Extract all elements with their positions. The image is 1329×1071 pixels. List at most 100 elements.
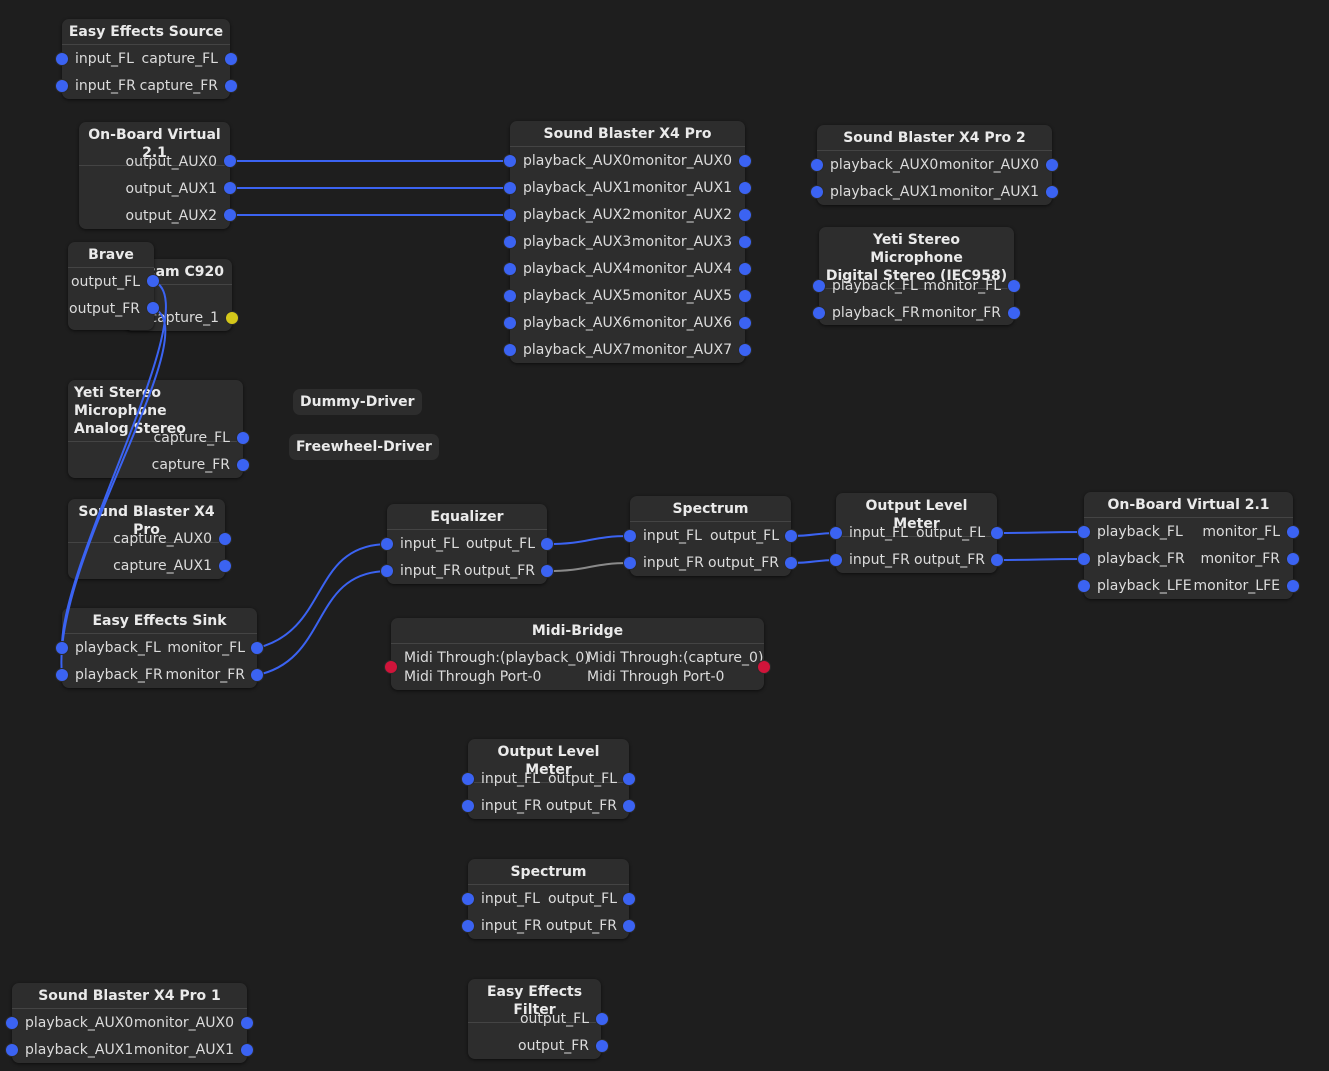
input-port[interactable] bbox=[1078, 526, 1090, 538]
output-port[interactable] bbox=[739, 290, 751, 302]
input-port[interactable] bbox=[813, 307, 825, 319]
input-port[interactable] bbox=[830, 554, 842, 566]
input-port[interactable] bbox=[381, 565, 393, 577]
input-port[interactable] bbox=[504, 236, 516, 248]
wire-olm-ob-fr[interactable] bbox=[996, 558, 1085, 561]
output-port[interactable] bbox=[1287, 526, 1299, 538]
output-port[interactable] bbox=[623, 893, 635, 905]
input-port[interactable] bbox=[6, 1044, 18, 1056]
output-port[interactable] bbox=[241, 1017, 253, 1029]
node-output-level-meter-active[interactable]: Output Level Meter input_FL output_FL in… bbox=[836, 493, 997, 573]
node-dummy-driver[interactable]: Dummy-Driver bbox=[293, 389, 422, 415]
output-port[interactable] bbox=[739, 182, 751, 194]
node-sbx4-capture[interactable]: Sound Blaster X4 Pro capture_AUX0 captur… bbox=[68, 499, 225, 579]
input-port[interactable] bbox=[56, 642, 68, 654]
output-port[interactable] bbox=[1046, 186, 1058, 198]
input-port[interactable] bbox=[462, 800, 474, 812]
input-port[interactable] bbox=[504, 344, 516, 356]
input-port[interactable] bbox=[462, 773, 474, 785]
midi-input-port[interactable] bbox=[385, 661, 397, 673]
output-port[interactable] bbox=[541, 565, 553, 577]
node-easy-effects-source[interactable]: Easy Effects Source input_FL capture_FL … bbox=[62, 19, 230, 99]
input-port[interactable] bbox=[830, 527, 842, 539]
input-port[interactable] bbox=[624, 530, 636, 542]
output-port[interactable] bbox=[251, 642, 263, 654]
output-port[interactable] bbox=[1008, 307, 1020, 319]
output-port[interactable] bbox=[596, 1013, 608, 1025]
output-port[interactable] bbox=[237, 459, 249, 471]
wire-olm-ob-fl[interactable] bbox=[996, 531, 1085, 534]
output-port[interactable] bbox=[225, 80, 237, 92]
output-port[interactable] bbox=[785, 530, 797, 542]
input-port[interactable] bbox=[813, 280, 825, 292]
input-port[interactable] bbox=[504, 290, 516, 302]
node-onboard-virtual-top[interactable]: On-Board Virtual 2.1 output_AUX0 output_… bbox=[79, 122, 230, 229]
input-port[interactable] bbox=[56, 53, 68, 65]
output-port[interactable] bbox=[224, 155, 236, 167]
node-easy-effects-sink[interactable]: Easy Effects Sink playback_FL monitor_FL… bbox=[62, 608, 257, 688]
input-port[interactable] bbox=[811, 159, 823, 171]
input-port[interactable] bbox=[504, 209, 516, 221]
output-port[interactable] bbox=[541, 538, 553, 550]
output-port[interactable] bbox=[147, 275, 159, 287]
output-port[interactable] bbox=[1008, 280, 1020, 292]
output-port[interactable] bbox=[241, 1044, 253, 1056]
input-port[interactable] bbox=[462, 920, 474, 932]
output-port[interactable] bbox=[596, 1040, 608, 1052]
wire-sink-eq-fl[interactable] bbox=[256, 543, 388, 649]
output-port[interactable] bbox=[219, 560, 231, 572]
node-freewheel-driver[interactable]: Freewheel-Driver bbox=[289, 434, 439, 460]
output-port[interactable] bbox=[237, 432, 249, 444]
output-port[interactable] bbox=[991, 554, 1003, 566]
input-port[interactable] bbox=[504, 182, 516, 194]
output-port[interactable] bbox=[1046, 159, 1058, 171]
input-port[interactable] bbox=[1078, 580, 1090, 592]
input-port[interactable] bbox=[56, 669, 68, 681]
node-yeti-analog[interactable]: Yeti Stereo Microphone Analog Stereo cap… bbox=[68, 380, 243, 478]
node-equalizer[interactable]: Equalizer input_FL output_FL input_FR ou… bbox=[387, 504, 547, 584]
output-port[interactable] bbox=[739, 317, 751, 329]
output-port[interactable] bbox=[1287, 580, 1299, 592]
input-port[interactable] bbox=[6, 1017, 18, 1029]
output-port[interactable] bbox=[623, 773, 635, 785]
output-port[interactable] bbox=[623, 800, 635, 812]
output-port[interactable] bbox=[225, 53, 237, 65]
output-port[interactable] bbox=[785, 557, 797, 569]
output-port[interactable] bbox=[739, 344, 751, 356]
node-spectrum-active[interactable]: Spectrum input_FL output_FL input_FR out… bbox=[630, 496, 791, 576]
input-port[interactable] bbox=[1078, 553, 1090, 565]
node-spectrum[interactable]: Spectrum input_FL output_FL input_FR out… bbox=[468, 859, 629, 939]
output-port[interactable] bbox=[251, 669, 263, 681]
node-onboard-virtual-right[interactable]: On-Board Virtual 2.1 playback_FL monitor… bbox=[1084, 492, 1293, 599]
node-sbx4-2[interactable]: Sound Blaster X4 Pro 2 playback_AUX0 mon… bbox=[817, 125, 1052, 205]
wire-sink-eq-fr[interactable] bbox=[256, 570, 388, 676]
wire-eq-spec-fr[interactable] bbox=[546, 562, 631, 572]
input-port[interactable] bbox=[504, 263, 516, 275]
output-port[interactable] bbox=[224, 209, 236, 221]
output-port[interactable] bbox=[739, 155, 751, 167]
node-yeti-digital[interactable]: Yeti Stereo Microphone Digital Stereo (I… bbox=[819, 227, 1014, 325]
output-port[interactable] bbox=[739, 263, 751, 275]
output-port[interactable] bbox=[739, 236, 751, 248]
output-port[interactable] bbox=[991, 527, 1003, 539]
node-easy-effects-filter[interactable]: Easy Effects Filter output_FL output_FR bbox=[468, 979, 601, 1059]
node-midi-bridge[interactable]: Midi-Bridge Midi Through:(playback_0) Mi… bbox=[391, 618, 764, 690]
input-port[interactable] bbox=[811, 186, 823, 198]
input-port[interactable] bbox=[504, 317, 516, 329]
output-port[interactable] bbox=[147, 302, 159, 314]
midi-output-port[interactable] bbox=[758, 661, 770, 673]
output-port[interactable] bbox=[739, 209, 751, 221]
input-port[interactable] bbox=[56, 80, 68, 92]
video-output-port[interactable] bbox=[226, 312, 238, 324]
input-port[interactable] bbox=[381, 538, 393, 550]
output-port[interactable] bbox=[224, 182, 236, 194]
input-port[interactable] bbox=[462, 893, 474, 905]
node-output-level-meter[interactable]: Output Level Meter input_FL output_FL in… bbox=[468, 739, 629, 819]
node-sbx4-1[interactable]: Sound Blaster X4 Pro 1 playback_AUX0 mon… bbox=[12, 983, 247, 1063]
output-port[interactable] bbox=[219, 533, 231, 545]
wire-eq-spec-fl[interactable] bbox=[546, 535, 631, 545]
input-port[interactable] bbox=[504, 155, 516, 167]
output-port[interactable] bbox=[1287, 553, 1299, 565]
node-brave[interactable]: Brave output_FL output_FR bbox=[68, 242, 154, 330]
